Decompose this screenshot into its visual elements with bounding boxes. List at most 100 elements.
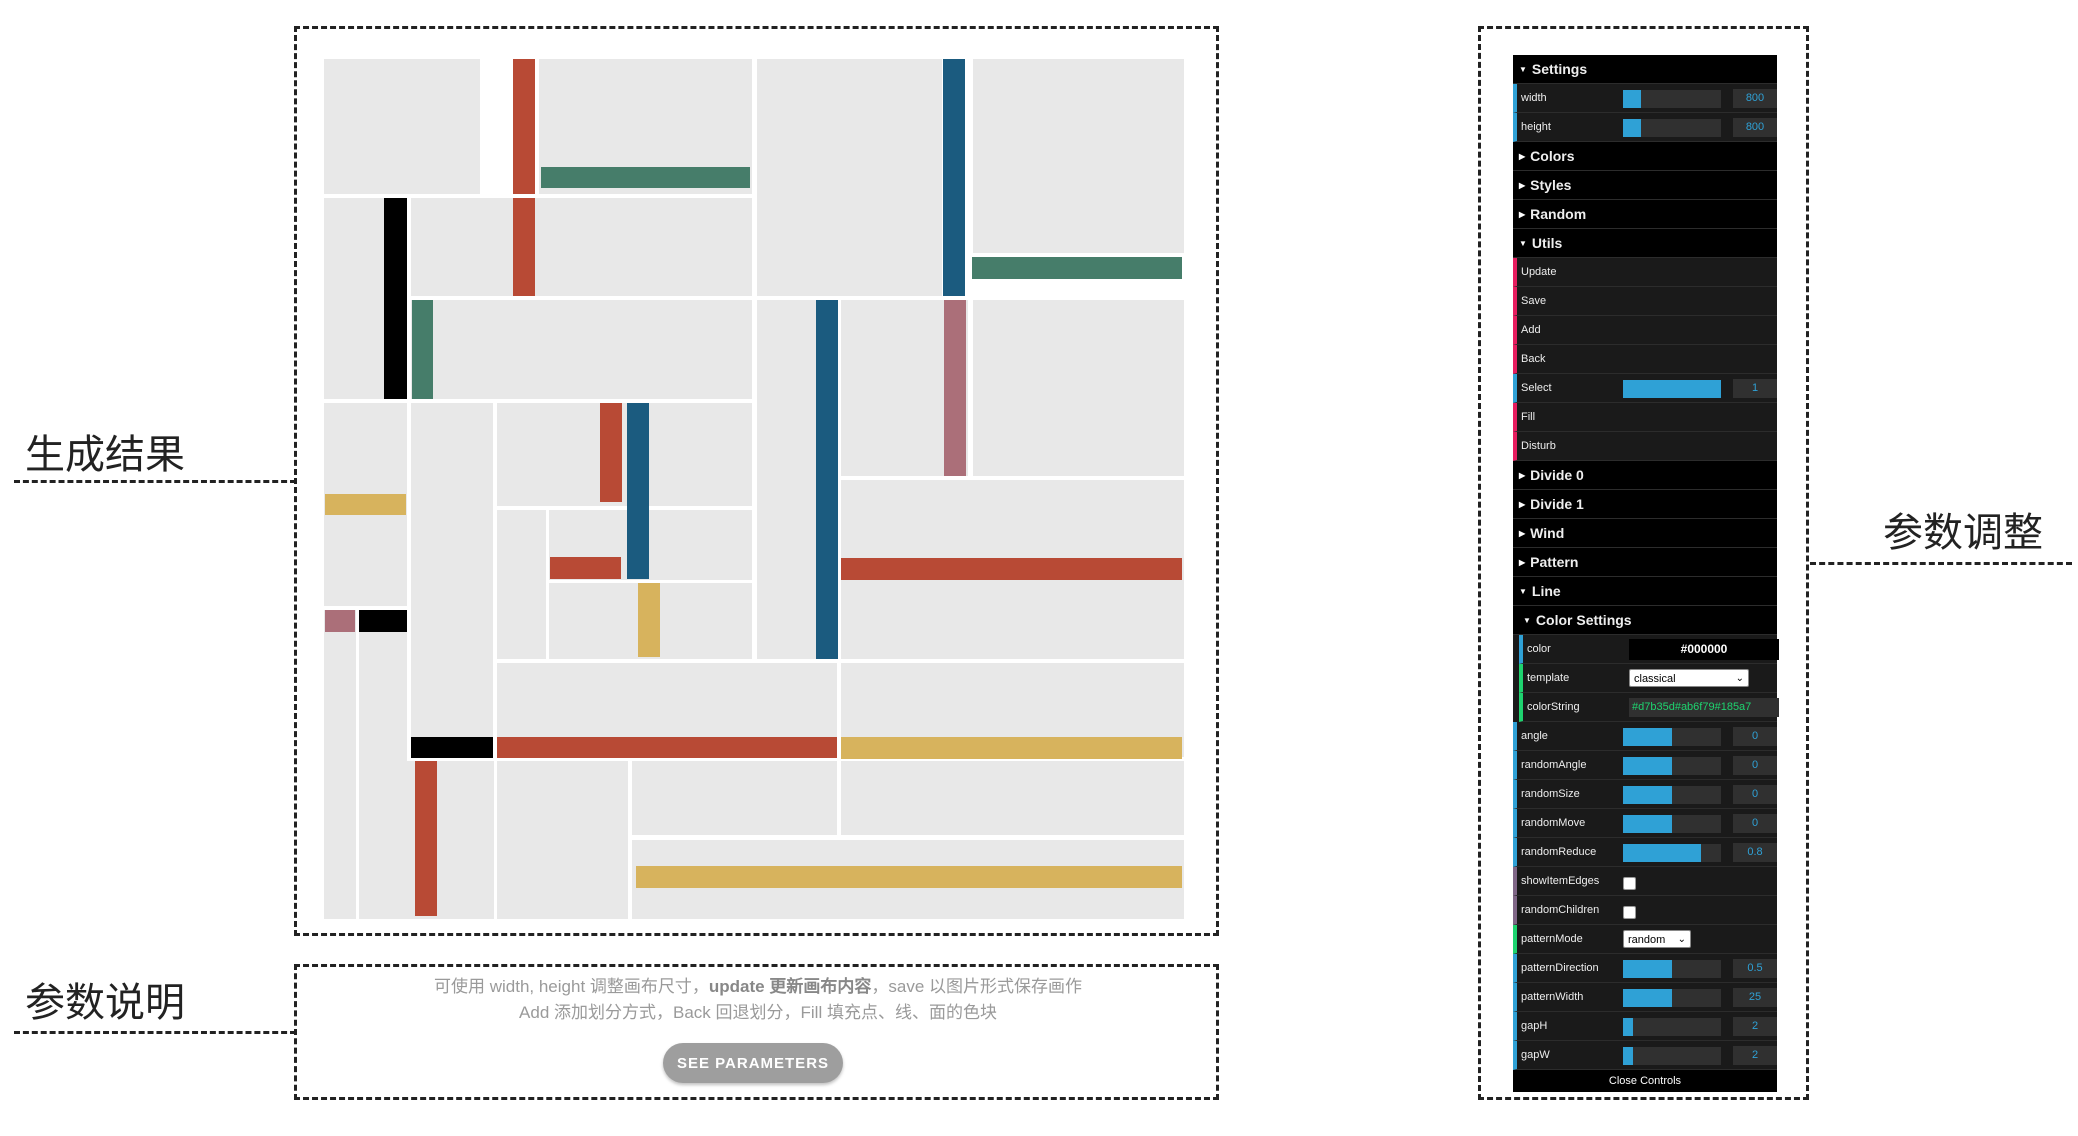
- random-children-checkbox[interactable]: [1623, 906, 1636, 919]
- control-height: height 800: [1513, 113, 1777, 142]
- folder-settings[interactable]: ▼Settings: [1513, 55, 1777, 84]
- art-gap: [356, 610, 359, 919]
- update-button[interactable]: Update: [1513, 258, 1777, 287]
- disturb-button[interactable]: Disturb: [1513, 432, 1777, 461]
- pattern-width-slider-fill: [1623, 989, 1672, 1007]
- art-cell: [497, 761, 628, 919]
- pattern-width-input[interactable]: 25: [1733, 988, 1777, 1007]
- gap-h-slider[interactable]: [1623, 1018, 1721, 1036]
- art-cell: [324, 610, 355, 919]
- random-reduce-slider[interactable]: [1623, 844, 1721, 862]
- angle-input[interactable]: 0: [1733, 727, 1777, 746]
- pattern-width-slider[interactable]: [1623, 989, 1721, 1007]
- art-bar-blue: [627, 403, 649, 579]
- pattern-direction-slider[interactable]: [1623, 960, 1721, 978]
- template-select[interactable]: classical⌄: [1629, 669, 1749, 687]
- folder-wind[interactable]: ▶Wind: [1513, 519, 1777, 548]
- art-gap: [494, 761, 497, 919]
- select-input[interactable]: 1: [1733, 379, 1777, 398]
- save-button[interactable]: Save: [1513, 287, 1777, 316]
- control-pattern-width: patternWidth 25: [1513, 983, 1777, 1012]
- art-bar-red: [550, 557, 621, 579]
- art-bar-yellow: [638, 583, 660, 657]
- close-controls-button[interactable]: Close Controls: [1513, 1070, 1777, 1092]
- control-template: template classical⌄: [1519, 664, 1777, 693]
- caret-right-icon: ▶: [1519, 470, 1526, 480]
- callout-tuning-label: 参数调整: [1883, 510, 2043, 556]
- folder-colors[interactable]: ▶Colors: [1513, 142, 1777, 171]
- folder-random[interactable]: ▶Random: [1513, 200, 1777, 229]
- control-gap-w: gapW 2: [1513, 1041, 1777, 1070]
- art-cell: [973, 300, 1184, 476]
- folder-utils[interactable]: ▼Utils: [1513, 229, 1777, 258]
- art-cell: [973, 59, 1184, 253]
- random-move-input[interactable]: 0: [1733, 814, 1777, 833]
- random-reduce-slider-fill: [1623, 844, 1702, 862]
- fill-button[interactable]: Fill: [1513, 403, 1777, 432]
- art-cell: [632, 761, 837, 835]
- caret-down-icon: ▼: [1519, 64, 1527, 74]
- folder-styles[interactable]: ▶Styles: [1513, 171, 1777, 200]
- select-slider-fill: [1623, 380, 1721, 398]
- callout-result-line: [14, 480, 296, 483]
- folder-color-settings[interactable]: ▼Color Settings: [1513, 606, 1777, 635]
- folder-utils-label: Utils: [1531, 235, 1563, 251]
- art-bar-yellow: [841, 737, 1182, 759]
- width-input[interactable]: 800: [1733, 89, 1777, 108]
- gap-h-input[interactable]: 2: [1733, 1017, 1777, 1036]
- folder-line[interactable]: ▼Line: [1513, 577, 1777, 606]
- control-color-label: color: [1527, 643, 1551, 655]
- folder-divide-0[interactable]: ▶Divide 0: [1513, 461, 1777, 490]
- caret-right-icon: ▶: [1519, 180, 1526, 190]
- see-parameters-button[interactable]: SEE PARAMETERS: [663, 1043, 843, 1083]
- callout-tuning-line: [1810, 562, 2072, 565]
- pattern-direction-input[interactable]: 0.5: [1733, 959, 1777, 978]
- random-size-slider[interactable]: [1623, 786, 1721, 804]
- control-random-size: randomSize 0: [1513, 780, 1777, 809]
- random-size-input[interactable]: 0: [1733, 785, 1777, 804]
- art-cell: [841, 761, 1184, 835]
- description-frame: [294, 964, 1219, 1100]
- art-bar-blue: [943, 59, 965, 296]
- random-move-slider-fill: [1623, 815, 1672, 833]
- art-bar-red: [513, 59, 535, 194]
- show-item-edges-checkbox[interactable]: [1623, 877, 1636, 890]
- colorstring-input[interactable]: #d7b35d#ab6f79#185a7: [1629, 698, 1779, 717]
- height-slider[interactable]: [1623, 119, 1721, 137]
- control-show-item-edges-label: showItemEdges: [1521, 875, 1600, 887]
- gap-w-slider[interactable]: [1623, 1047, 1721, 1065]
- result-frame: [294, 26, 1219, 936]
- folder-divide-1[interactable]: ▶Divide 1: [1513, 490, 1777, 519]
- color-picker[interactable]: #000000: [1629, 639, 1779, 660]
- art-cell: [757, 59, 942, 296]
- random-angle-input[interactable]: 0: [1733, 756, 1777, 775]
- description-text-c: ，save 以图片形式保存画作: [871, 977, 1082, 996]
- height-input[interactable]: 800: [1733, 118, 1777, 137]
- chevron-down-icon: ⌄: [1677, 934, 1686, 945]
- gap-h-slider-fill: [1623, 1018, 1633, 1036]
- control-pattern-width-label: patternWidth: [1521, 991, 1584, 1003]
- gap-w-input[interactable]: 2: [1733, 1046, 1777, 1065]
- art-canvas[interactable]: [321, 56, 1187, 922]
- folder-random-label: Random: [1530, 206, 1587, 222]
- random-move-slider[interactable]: [1623, 815, 1721, 833]
- back-button[interactable]: Back: [1513, 345, 1777, 374]
- art-bar-red: [497, 737, 837, 758]
- caret-down-icon: ▼: [1519, 586, 1527, 596]
- control-color: color #000000: [1519, 635, 1779, 664]
- angle-slider[interactable]: [1623, 728, 1721, 746]
- random-angle-slider[interactable]: [1623, 757, 1721, 775]
- pattern-mode-select[interactable]: random⌄: [1623, 930, 1691, 948]
- art-cell: [324, 59, 480, 194]
- random-reduce-input[interactable]: 0.8: [1733, 843, 1777, 862]
- control-random-reduce-label: randomReduce: [1521, 846, 1597, 858]
- width-slider[interactable]: [1623, 90, 1721, 108]
- art-cell: [497, 403, 752, 506]
- select-slider[interactable]: [1623, 380, 1721, 398]
- folder-pattern[interactable]: ▶Pattern: [1513, 548, 1777, 577]
- control-pattern-mode: patternMode random⌄: [1513, 925, 1777, 954]
- add-button[interactable]: Add: [1513, 316, 1777, 345]
- art-bar-black: [359, 610, 407, 632]
- control-height-label: height: [1521, 121, 1551, 133]
- art-bar-yellow: [325, 494, 406, 515]
